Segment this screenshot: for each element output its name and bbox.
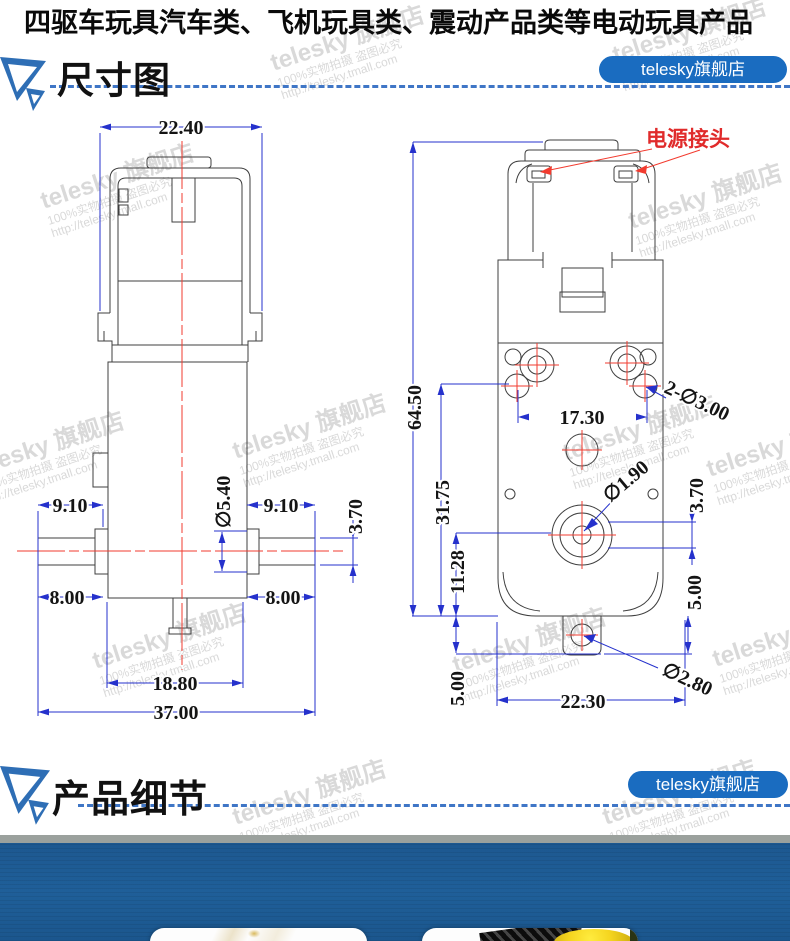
- dim-shaft-diameter: 3.70: [345, 499, 367, 534]
- dim-screw-spacing: 17.30: [560, 407, 605, 429]
- section-title-product-detail: 产品细节: [52, 779, 209, 821]
- front-view-dimensions: [409, 141, 696, 706]
- photo-edge-fragment: [630, 928, 638, 941]
- side-view-outline: [37, 156, 316, 635]
- side-view-dimensions: [37, 123, 358, 716]
- power-connector-annotation: 电源接头: [540, 126, 732, 175]
- divider-dashed: [50, 85, 790, 88]
- power-connector-label: 电源接头: [646, 128, 730, 151]
- product-photo-card[interactable]: [422, 928, 638, 941]
- dim-total-width: 37.00: [154, 702, 199, 724]
- gear-photo-fragment: [554, 929, 634, 941]
- detail-section-background: [0, 843, 790, 941]
- dim-top-width: 22.40: [159, 117, 204, 139]
- dim-tab-hole-diameter: ∅2.80: [659, 659, 716, 701]
- dim-shaft-hole-diameter: ∅1.90: [599, 456, 653, 507]
- telesky-logo-icon: [0, 57, 46, 111]
- dim-right-shaft-offset: 9.10: [264, 495, 299, 517]
- divider-gray-bar: [0, 835, 790, 843]
- dim-screw-holes: 2-∅3.00: [661, 377, 733, 426]
- front-view-centerlines: [501, 341, 661, 651]
- dim-left-shaft-length: 8.00: [50, 587, 85, 609]
- dim-tab-depth: 5.00: [447, 671, 469, 706]
- section-title-size-chart: 尺寸图: [57, 60, 171, 101]
- dim-total-height: 64.50: [404, 385, 426, 430]
- dim-left-shaft-offset: 9.10: [53, 495, 88, 517]
- dim-base-width: 22.30: [561, 691, 606, 713]
- dim-body-width: 18.80: [153, 673, 198, 695]
- telesky-logo-icon: [0, 766, 50, 825]
- divider-dashed: [78, 804, 790, 807]
- dim-boss-diameter: ∅5.40: [213, 476, 235, 528]
- category-banner: 四驱车玩具汽车类、飞机玩具类、震动产品类等电动玩具产品: [24, 8, 753, 38]
- dim-right-shaft-length: 8.00: [266, 587, 301, 609]
- dim-output-shaft-offset: 11.28: [447, 550, 469, 594]
- product-photo-card[interactable]: [150, 928, 367, 941]
- store-badge[interactable]: telesky旗舰店: [599, 56, 787, 83]
- store-badge[interactable]: telesky旗舰店: [628, 771, 788, 798]
- dim-shaft-axis-height: 31.75: [432, 480, 454, 525]
- dim-boss-height: 3.70: [686, 478, 708, 513]
- dimension-drawing: 22.40 9.10 ∅5.40 9.10 3.70 8.00 8.00 18.…: [17, 115, 735, 726]
- dim-boss-offset: 5.00: [684, 575, 706, 610]
- side-view-centerlines: [17, 141, 347, 670]
- front-view-outline: [497, 139, 664, 656]
